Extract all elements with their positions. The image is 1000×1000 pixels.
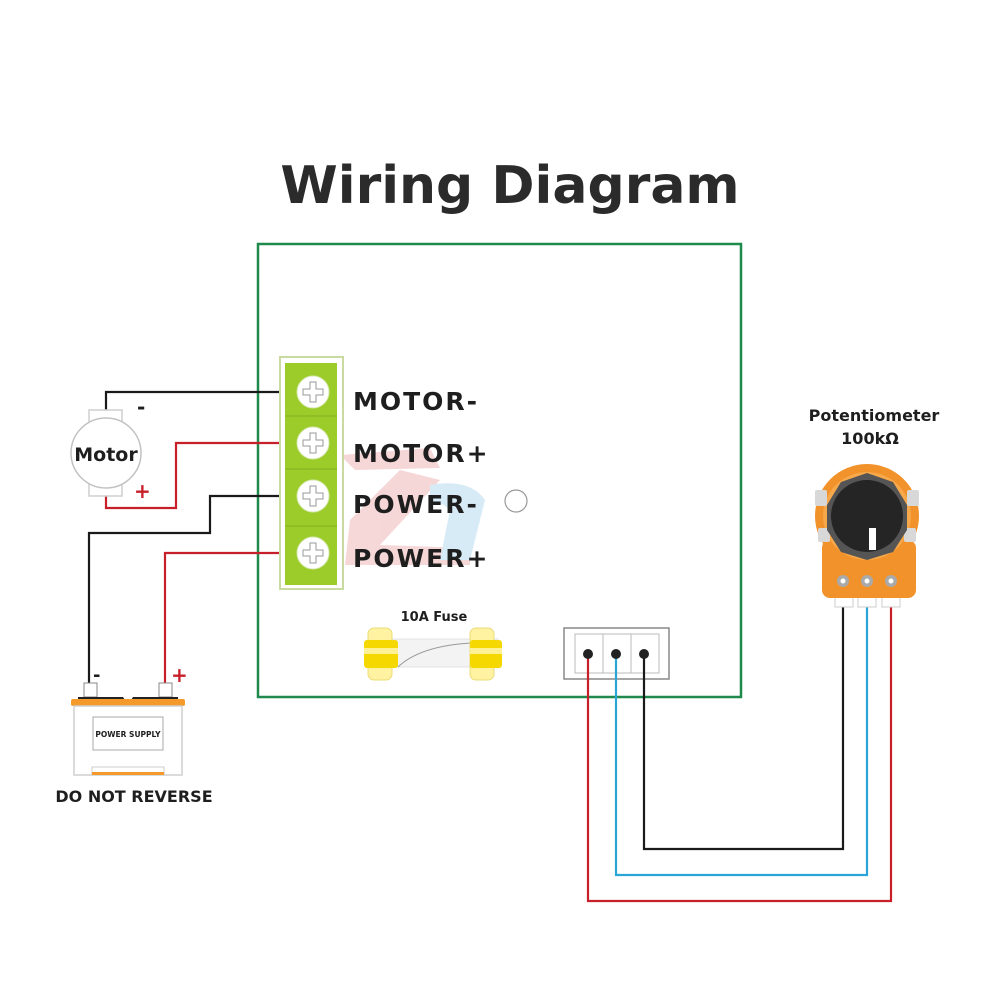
terminal-screw-power-minus[interactable] [285,468,337,513]
watermark [340,448,485,565]
wire-pot-black [642,605,845,851]
phillips-screw-icon [302,542,324,564]
battery-minus-sign: - [93,665,100,686]
phillips-screw-icon [302,485,324,507]
terminal-label-motor-minus: MOTOR- [353,387,479,416]
wire-motor-minus [104,390,285,410]
motor-minus-sign: - [137,395,145,419]
controller-board [256,242,743,699]
mounting-hole [504,489,528,513]
potentiometer-name: Potentiometer [809,406,940,425]
terminal-screw-motor-plus[interactable] [285,415,337,460]
battery-warning: DO NOT REVERSE [55,787,212,806]
terminal-label-power-minus: POWER- [353,490,479,519]
battery-plus-sign: + [171,663,188,687]
wire-power-plus [163,551,285,688]
phillips-screw-icon [302,381,324,403]
terminal-screw-motor-minus[interactable] [296,375,330,409]
terminal-label-motor-plus: MOTOR+ [353,439,490,468]
diagram-title: Wiring Diagram [280,156,739,216]
power-supply-battery: POWER SUPPLY [71,682,185,776]
fuse-label: 10A Fuse [401,610,468,625]
wire-power-minus [87,494,285,688]
wire-pot-red [586,605,893,903]
battery-label: POWER SUPPLY [95,730,161,739]
phillips-screw-icon [302,432,324,454]
terminal-label-power-plus: POWER+ [353,544,489,573]
potentiometer [815,464,919,608]
connector-pin-2 [611,649,621,659]
wire-motor-plus [104,441,285,510]
terminal-screw-power-plus[interactable] [285,525,337,570]
terminal-block [279,356,344,590]
motor-plus-sign: + [134,479,151,503]
motor: Motor [70,409,142,497]
connector-pin-1 [583,649,593,659]
connector-pin-3 [639,649,649,659]
fuse [364,627,502,681]
wire-pot-blue [614,605,869,877]
potentiometer-value: 100kΩ [841,429,899,448]
motor-label: Motor [74,444,138,466]
